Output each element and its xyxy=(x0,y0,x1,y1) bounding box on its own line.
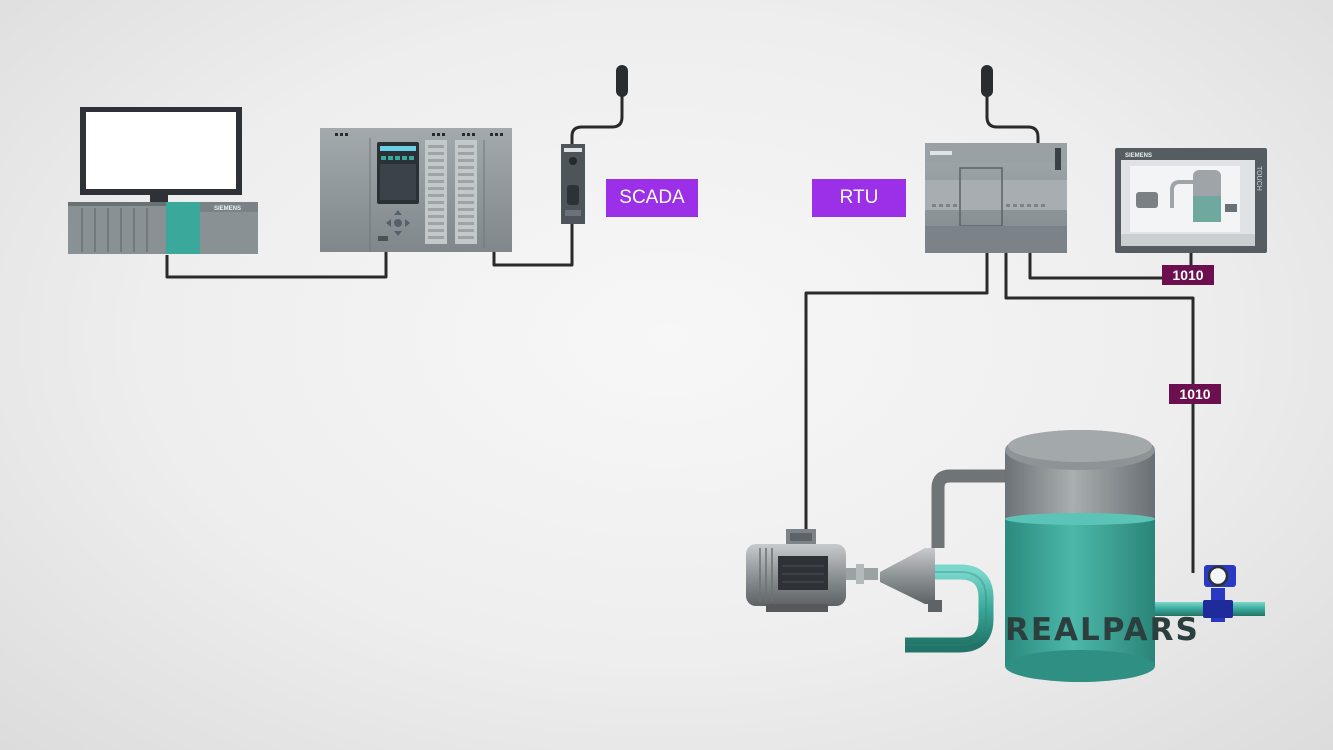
rtu-label: RTU xyxy=(812,179,906,217)
scada-modem xyxy=(561,144,585,224)
cable-plc-to-modem xyxy=(492,222,574,267)
plc-keypad xyxy=(386,210,410,236)
rtu-antenna xyxy=(981,65,993,97)
cable-rtu-to-meter xyxy=(1004,250,1195,573)
cable-pc-to-plc xyxy=(165,252,388,279)
scada-antenna xyxy=(616,65,628,97)
cable-rtu-antenna xyxy=(985,92,1040,143)
cables xyxy=(165,92,1195,573)
io-module-2 xyxy=(455,140,477,244)
hmi-touch-panel: SIEMENS TOUCH xyxy=(1115,148,1267,253)
rtu-device xyxy=(925,143,1067,253)
process-pipes xyxy=(905,469,1265,653)
realpars-logo: REALPARS xyxy=(1005,612,1200,648)
monitor-stand xyxy=(150,195,168,203)
discharge-pipe xyxy=(931,469,1008,548)
hmi-brand: SIEMENS xyxy=(1125,153,1152,159)
hmi-touch-label: TOUCH xyxy=(1255,166,1262,191)
io-module-1 xyxy=(425,140,447,244)
signal-label-hmi: 1010 xyxy=(1162,265,1214,285)
cable-rtu-to-motor xyxy=(804,250,989,533)
plc-cpu-rack xyxy=(320,128,512,252)
monitor-screen xyxy=(86,112,236,189)
tank-liquid xyxy=(1005,518,1155,666)
pump-volute xyxy=(880,548,935,604)
signal-label-meter: 1010 xyxy=(1169,384,1221,404)
motor-pump xyxy=(746,529,942,612)
scada-label: SCADA xyxy=(606,179,698,217)
pc-workstation: SIEMENS xyxy=(68,107,258,254)
cable-scada-antenna xyxy=(570,92,624,147)
flow-meter xyxy=(1203,565,1236,622)
pc-brand: SIEMENS xyxy=(214,206,241,212)
pc-teal-panel xyxy=(166,202,200,254)
storage-tank xyxy=(1005,430,1155,682)
suction-pipe xyxy=(905,564,994,653)
